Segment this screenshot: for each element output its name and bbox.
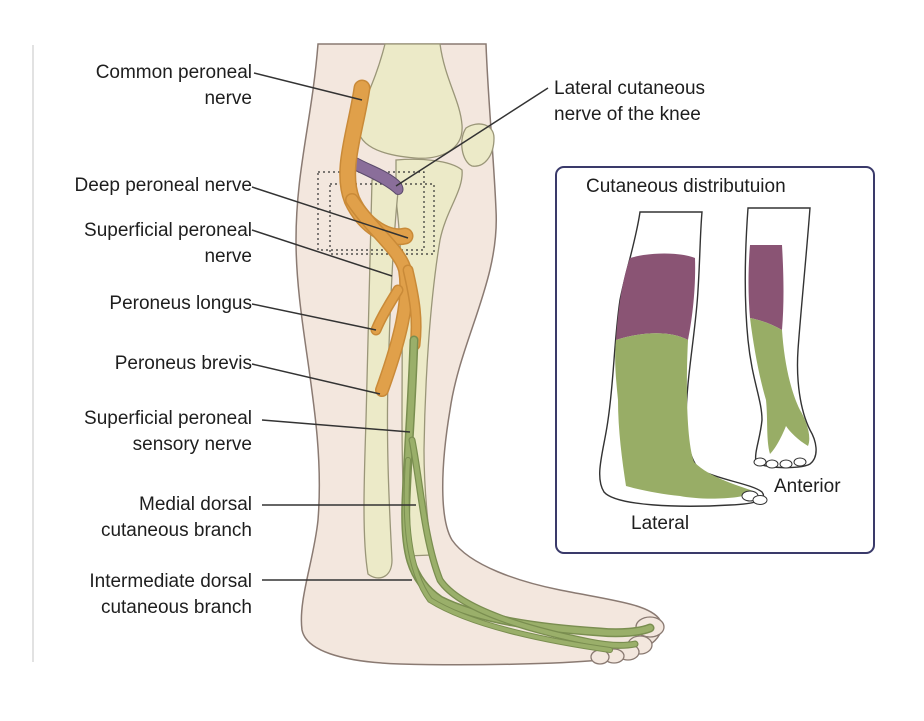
inset-anterior-green-region (750, 318, 810, 454)
inset-label-lateral: Lateral (631, 513, 690, 534)
label-peroneus-brevis: Peroneus brevis (114, 353, 252, 374)
patella-bone (461, 123, 495, 167)
label-intermediate-dorsal-line1: Intermediate dorsal (89, 571, 252, 592)
inset-label-anterior: Anterior (774, 476, 841, 497)
inset-lateral-toes (741, 490, 768, 505)
label-medial-dorsal-cutaneous-branch: Medial dorsal cutaneous branch (30, 492, 252, 544)
label-common-peroneal-nerve: Common peroneal nerve (30, 60, 252, 112)
inset-lateral-purple-region (616, 253, 696, 340)
label-lateral-cutaneous-line1: Lateral cutaneous (554, 78, 706, 99)
label-superficial-sensory-line2: sensory nerve (132, 434, 252, 455)
label-lateral-cutaneous-line2: nerve of the knee (554, 104, 701, 125)
label-common-peroneal-line1: Common peroneal (95, 62, 252, 83)
label-superficial-peroneal-line2: nerve (204, 246, 252, 267)
dotted-box-outer (317, 171, 425, 251)
inset-anterior-toes (753, 457, 807, 469)
label-common-peroneal-line2: nerve (204, 88, 252, 109)
inset-lateral-green-region (615, 333, 756, 499)
label-superficial-peroneal-nerve: Superficial peroneal nerve (30, 218, 252, 270)
label-intermediate-dorsal-cutaneous-branch: Intermediate dorsal cutaneous branch (30, 569, 252, 621)
label-medial-dorsal-line2: cutaneous branch (100, 520, 252, 541)
label-superficial-peroneal-line1: Superficial peroneal (84, 220, 252, 241)
label-intermediate-dorsal-line2: cutaneous branch (100, 597, 252, 618)
label-superficial-sensory-line1: Superficial peroneal (84, 408, 252, 429)
inset-anterior-purple-region (748, 245, 784, 330)
inset-title: Cutaneous distributuion (586, 176, 786, 197)
label-peroneus-longus: Peroneus longus (109, 293, 252, 314)
label-medial-dorsal-line1: Medial dorsal (139, 494, 252, 515)
label-superficial-peroneal-sensory-nerve: Superficial peroneal sensory nerve (30, 406, 252, 458)
label-deep-peroneal-nerve: Deep peroneal nerve (74, 175, 252, 196)
leader-lines (251, 72, 549, 581)
label-lateral-cutaneous-nerve-knee: Lateral cutaneous nerve of the knee (554, 76, 705, 128)
superficial-peroneal-sensory-nerve-shape (401, 335, 655, 653)
lateral-cutaneous-nerve-shape (349, 154, 404, 195)
